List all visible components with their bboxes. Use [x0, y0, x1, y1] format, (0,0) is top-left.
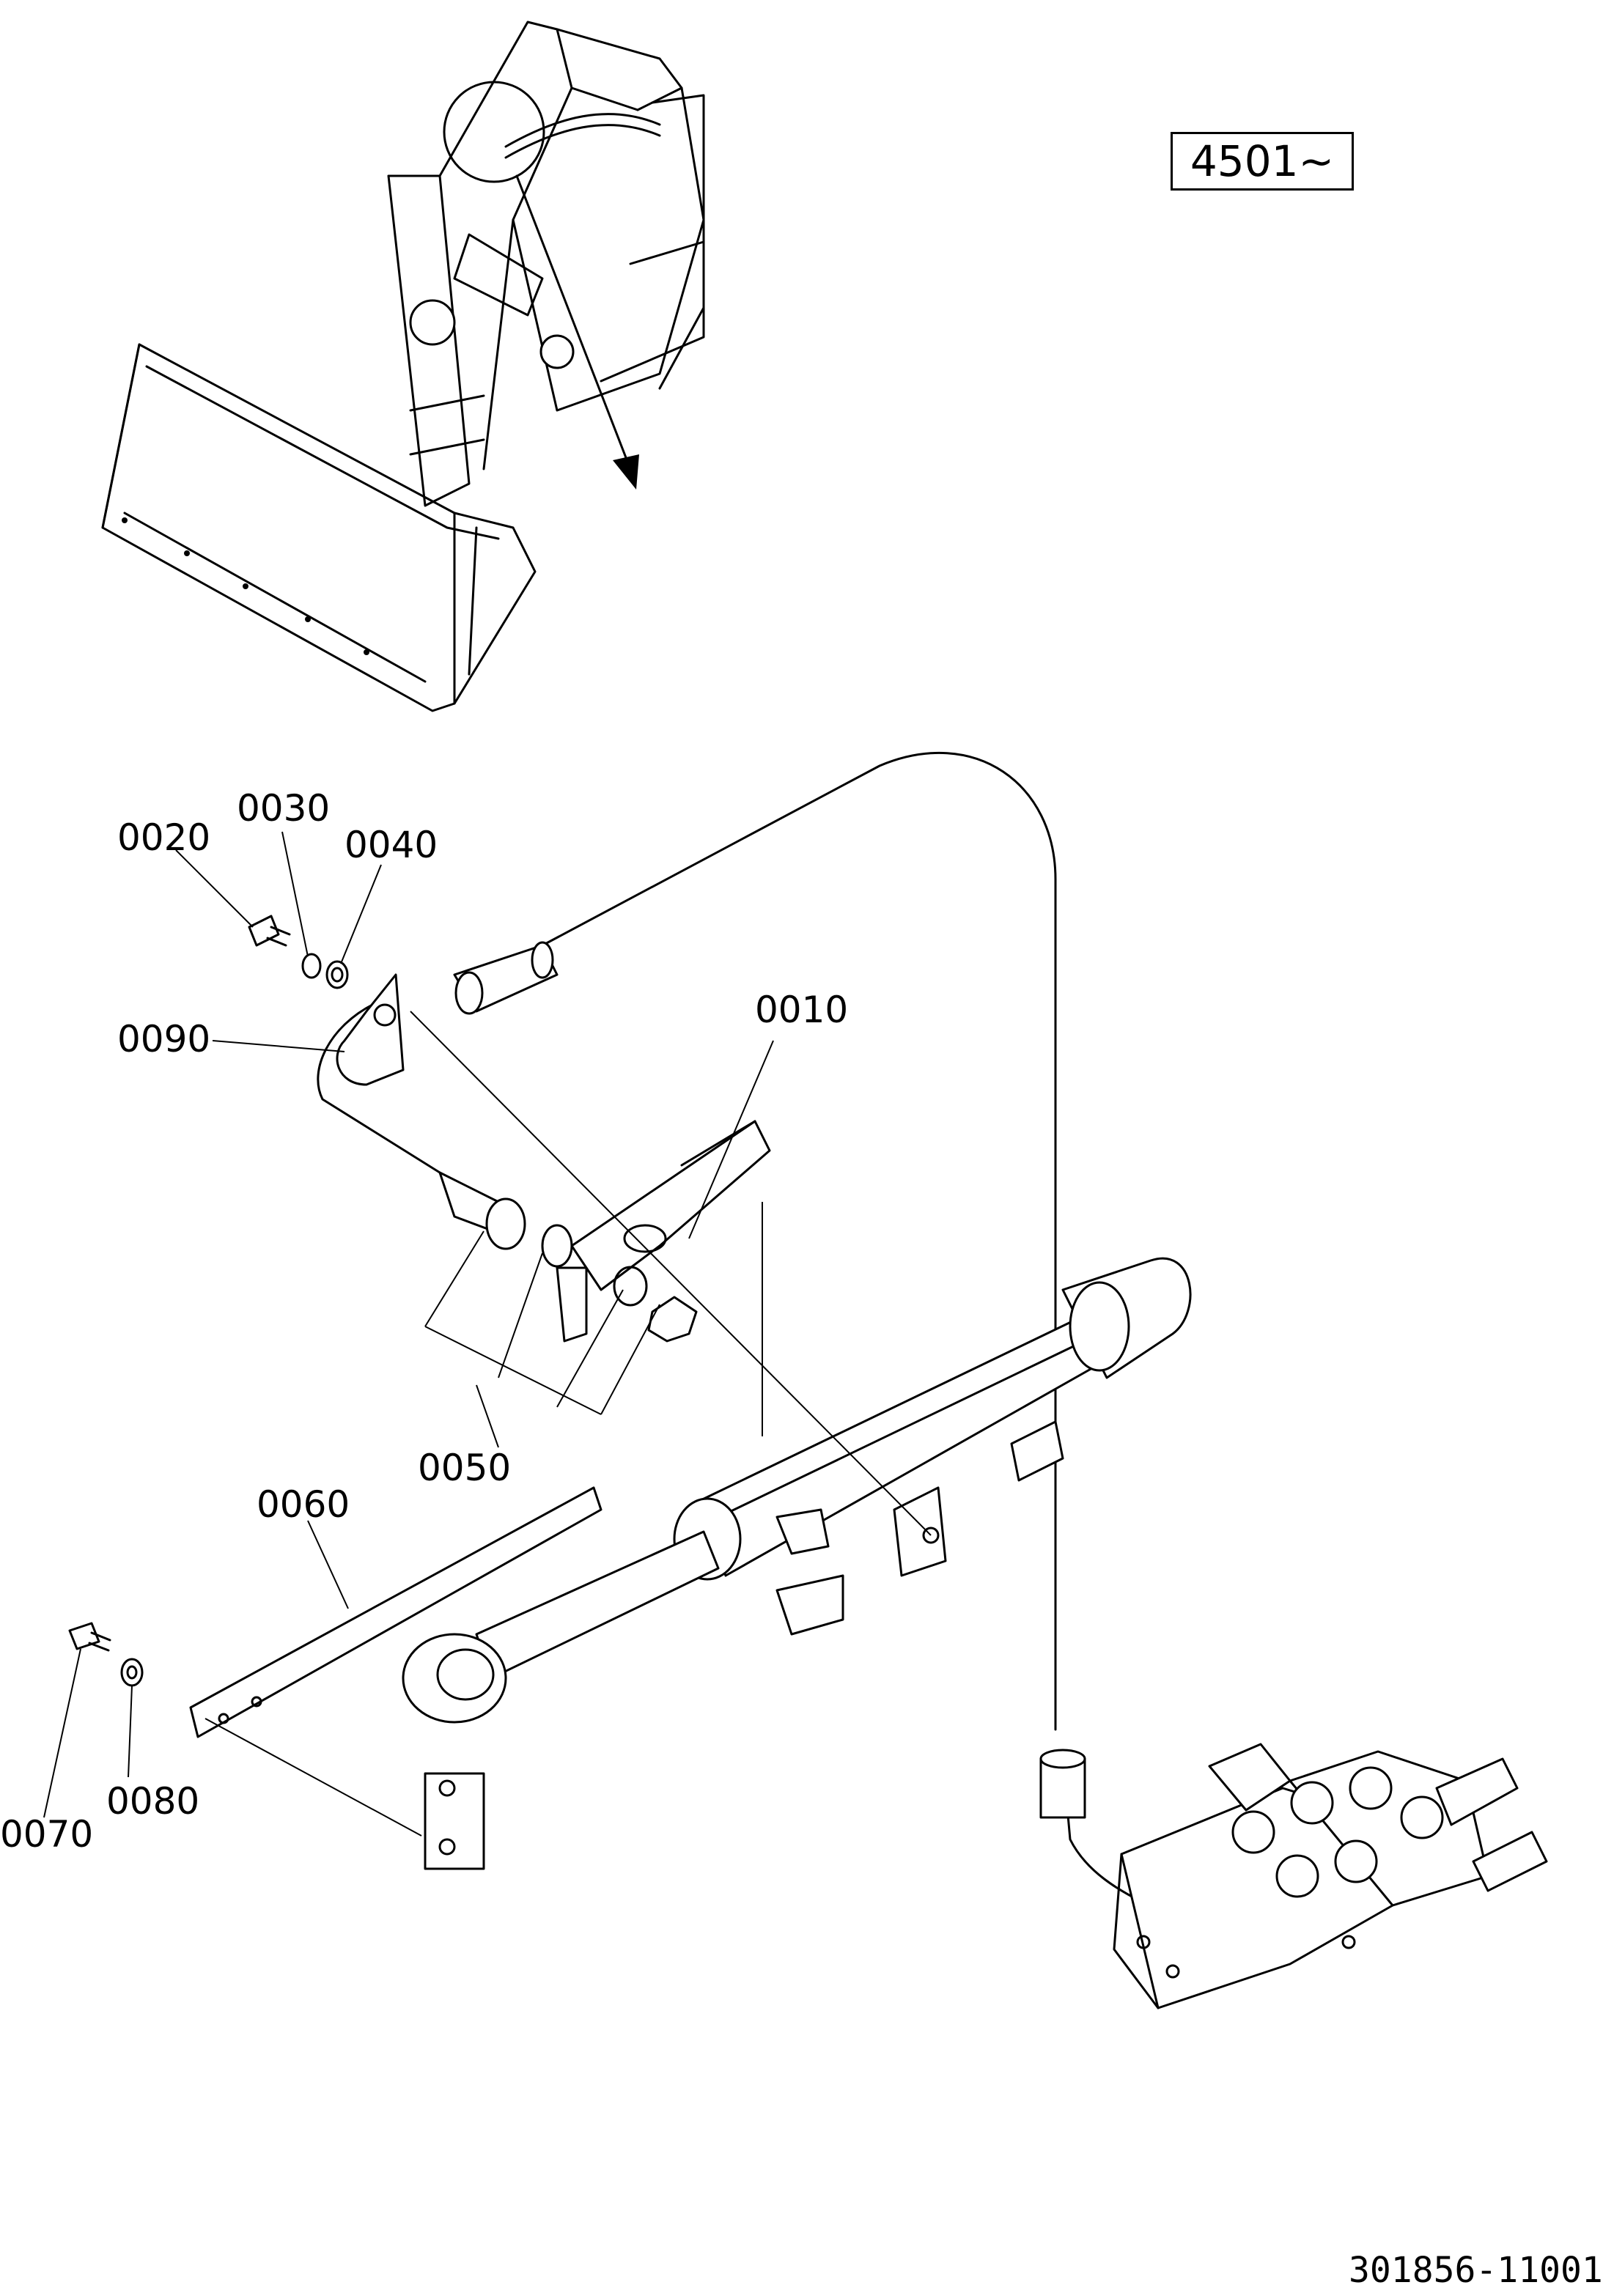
label-0020: 0020 [117, 816, 210, 859]
adapter-fitting-0050 [438, 1171, 573, 1268]
control-valve [1113, 1743, 1548, 2009]
hose-clamp-0090 [336, 973, 405, 1086]
bucket-bolt-holes [122, 517, 369, 655]
label-0060: 0060 [257, 1483, 350, 1526]
label-0050: 0050 [418, 1447, 511, 1489]
serial-range-box: 4501~ [1171, 132, 1354, 191]
part-labels: 0020 0030 0040 0090 0010 0050 0060 0070 … [0, 787, 848, 1856]
drawing-number: 301856-11001 [1349, 2250, 1603, 2291]
detail-arrow-head [613, 454, 639, 490]
detail-arrow-line [515, 174, 632, 470]
label-0010: 0010 [755, 989, 848, 1031]
label-0030: 0030 [237, 787, 330, 830]
label-0070: 0070 [0, 1813, 93, 1856]
label-0090: 0090 [117, 1018, 210, 1060]
washer-0080 [120, 1658, 144, 1687]
plate-0060 [189, 1486, 603, 1738]
bracket-0010 [556, 1120, 771, 1343]
bolt-0020 [248, 915, 291, 947]
label-0080: 0080 [106, 1780, 199, 1823]
hose-line [317, 752, 1167, 1914]
label-0040: 0040 [344, 824, 438, 866]
bucket [101, 343, 537, 712]
hose-fitting-bottom [1039, 1749, 1086, 1819]
detail-circle [443, 81, 545, 183]
bolt-0070 [68, 1622, 111, 1652]
leader-lines [43, 831, 932, 1837]
hose-fitting-top [453, 941, 559, 1015]
loader-overview [101, 21, 705, 712]
hydraulic-cylinder [402, 1257, 1192, 1870]
lock-washer-0030 [301, 953, 322, 979]
washer-0040 [325, 960, 349, 989]
